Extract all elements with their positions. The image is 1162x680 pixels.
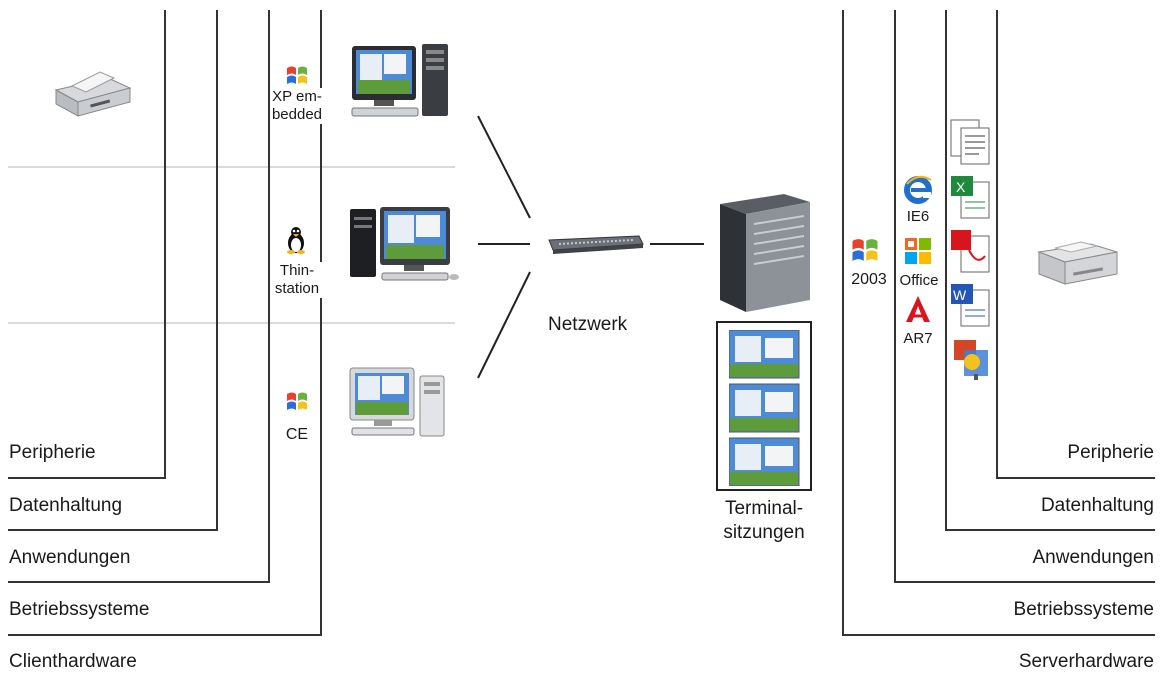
powerpoint-document-icon [954, 340, 988, 380]
windows-ce-icon [287, 392, 307, 410]
linux-tux-icon [287, 227, 305, 254]
client-layer-anwendungen: Anwendungen [9, 547, 131, 568]
laser-printer-icon [1037, 241, 1118, 285]
terminal-sessions-label: Terminal- sitzungen [723, 498, 805, 543]
svg-text:W: W [953, 287, 967, 303]
server-layer-peripherie: Peripherie [1067, 442, 1154, 463]
client-layer-clienthardware: Clienthardware [9, 651, 137, 672]
connection-line [477, 115, 531, 219]
desktop-pc-xp-icon [351, 44, 448, 117]
session-screen [729, 330, 800, 379]
client-peripherie-line [8, 10, 166, 479]
server-layer-datenhaltung: Datenhaltung [1040, 495, 1154, 516]
ce-label: CE [275, 426, 319, 444]
client-layer-betriebssysteme: Betriebssysteme [9, 599, 150, 620]
server-peripherie-line [996, 10, 1155, 479]
xp-embedded-label: XP em- bedded [271, 88, 323, 124]
windows-xp-icon [287, 66, 307, 84]
server-tower-icon [720, 194, 810, 312]
pdf-document-icon [951, 230, 990, 273]
client-betriebssysteme-line [8, 10, 322, 636]
excel-document-icon: X [951, 176, 990, 219]
network-switch-icon [548, 235, 644, 254]
client-anwendungen-line [8, 10, 270, 583]
server-layer-betriebssysteme: Betriebssysteme [1013, 599, 1154, 620]
session-screen [729, 383, 800, 433]
word-document-icon: W [951, 284, 990, 327]
terminal-sessions-box [716, 321, 812, 491]
server-os-label: 2003 [851, 271, 887, 288]
network-label: Netzwerk [548, 314, 628, 335]
desktop-pc-thinstation-icon [350, 207, 459, 281]
server-betriebssysteme-line [842, 10, 1155, 636]
svg-text:X: X [956, 179, 966, 195]
client-layer-peripherie: Peripherie [9, 442, 96, 463]
terminal-sessions-screens [729, 330, 800, 486]
windows-2003-icon [852, 239, 878, 261]
desktop-pc-ce-icon [349, 367, 445, 437]
session-screen [729, 437, 800, 486]
server-layer-serverhardware: Serverhardware [1018, 651, 1154, 672]
internet-explorer-icon [904, 175, 932, 204]
ie-label: IE6 [906, 208, 930, 225]
client-layer-datenhaltung: Datenhaltung [9, 495, 123, 516]
connection-line [477, 271, 531, 379]
office-label: Office [899, 272, 939, 289]
office-icon [905, 238, 931, 264]
server-datenhaltung-line [945, 10, 1155, 531]
acrobat-reader-icon [906, 296, 930, 322]
inkjet-printer-icon [54, 71, 132, 117]
server-layer-anwendungen: Anwendungen [1032, 547, 1155, 568]
acrobat-label: AR7 [903, 330, 933, 347]
client-datenhaltung-line [8, 10, 218, 531]
thinstation-label: Thin- station [271, 262, 323, 298]
text-document-icon [950, 119, 990, 165]
server-anwendungen-line [894, 10, 1155, 583]
